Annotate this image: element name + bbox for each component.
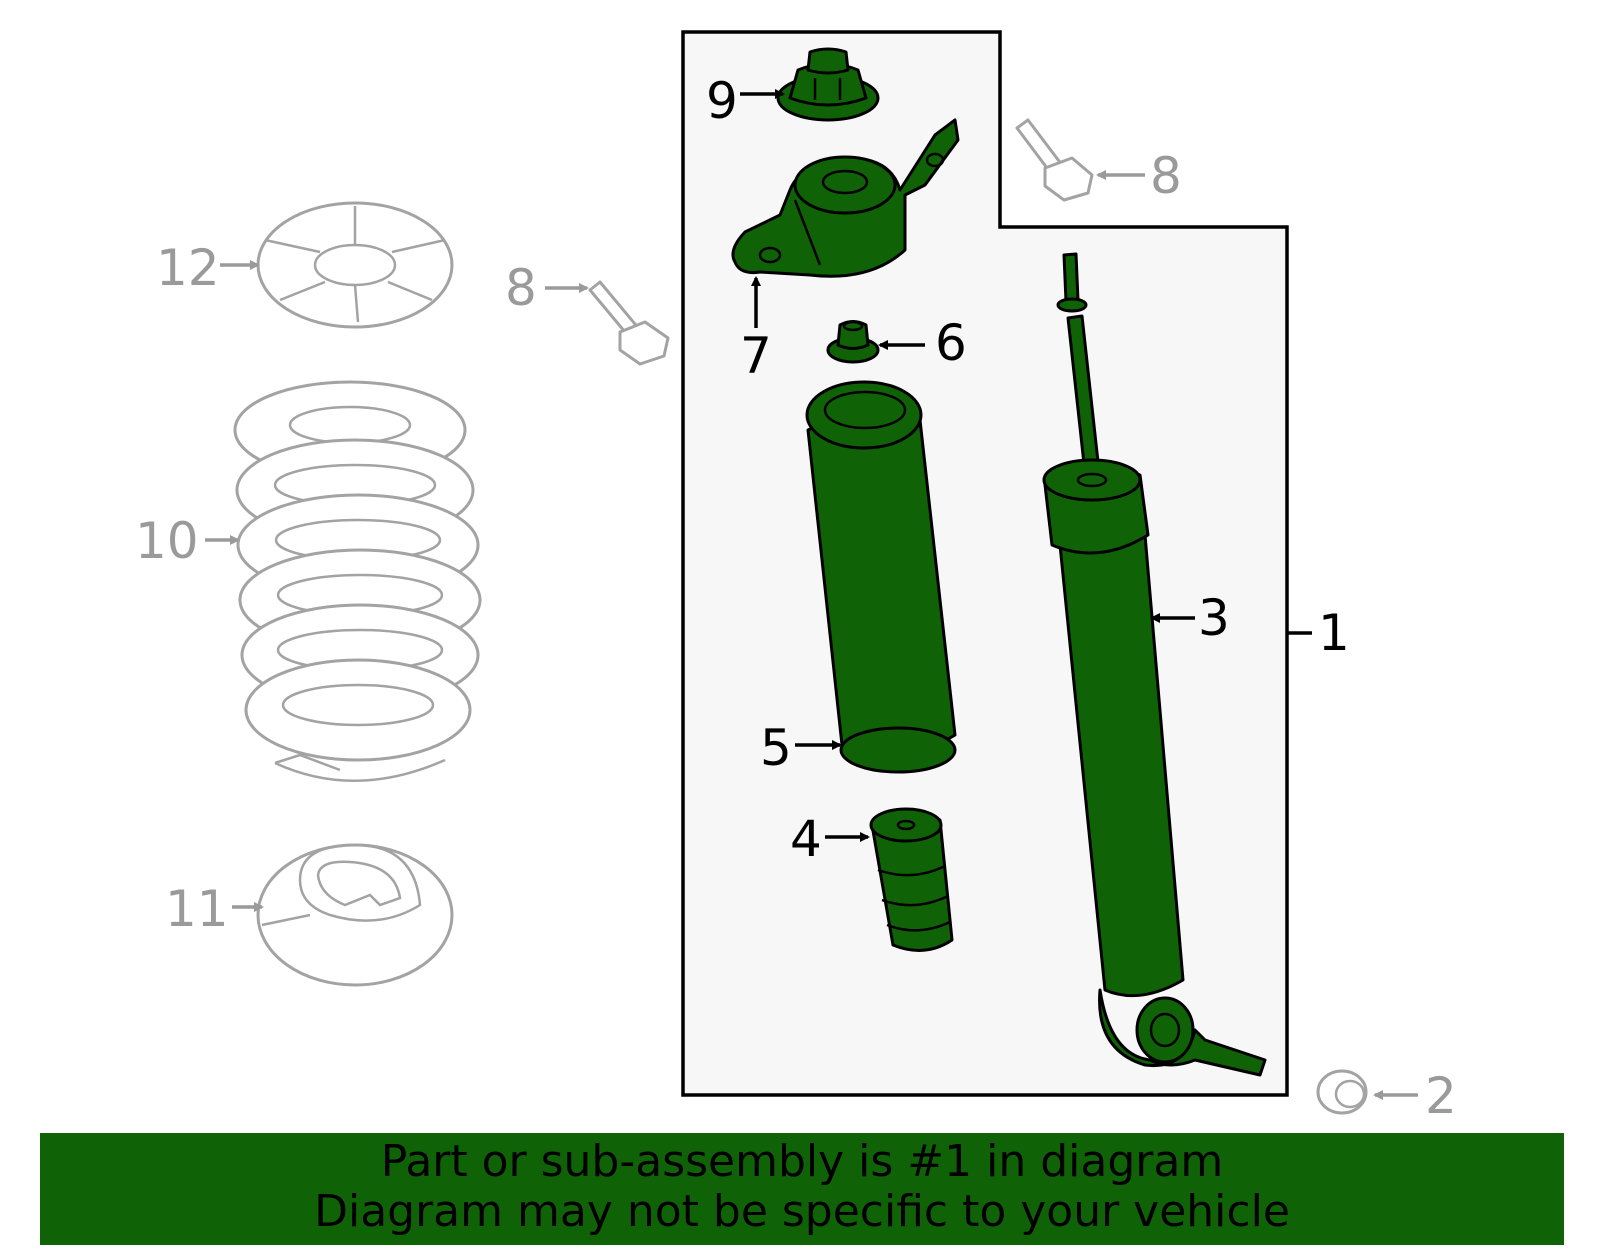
callout-2: 2 — [1425, 1067, 1457, 1125]
callout-5: 5 — [760, 719, 792, 777]
dust-boot — [805, 380, 957, 774]
mounting-bolt-left — [588, 280, 670, 366]
spring-lower-insulator — [256, 843, 454, 987]
callout-8-left: 8 — [505, 259, 537, 317]
callout-6: 6 — [935, 314, 967, 372]
callout-9: 9 — [706, 72, 738, 130]
jounce-bumper — [869, 807, 954, 952]
banner-line-2: Diagram may not be specific to your vehi… — [314, 1186, 1290, 1237]
callout-11: 11 — [165, 880, 229, 938]
spring-upper-insulator — [256, 201, 454, 329]
callout-7: 7 — [740, 327, 772, 385]
callout-8-right: 8 — [1150, 147, 1182, 205]
bushing — [826, 320, 880, 364]
info-banner: Part or sub-assembly is #1 in diagram Di… — [40, 1133, 1564, 1245]
mounting-bolt-right — [1015, 118, 1094, 202]
parts-diagram: 12 10 11 8 8 2 9 7 6 5 4 3 1 — [135, 30, 1457, 1125]
callout-10: 10 — [135, 512, 199, 570]
nut — [1316, 1069, 1368, 1115]
subassembly-panel — [681, 30, 1289, 1097]
upper-mount-bracket — [731, 118, 960, 278]
callout-1: 1 — [1318, 604, 1350, 662]
callout-4: 4 — [790, 810, 822, 868]
coil-spring — [233, 380, 482, 782]
shock-absorber — [1042, 252, 1267, 1077]
callout-12: 12 — [156, 239, 220, 297]
upper-mount-cap — [776, 47, 880, 122]
callout-3: 3 — [1198, 589, 1230, 647]
banner-line-1: Part or sub-assembly is #1 in diagram — [380, 1136, 1224, 1187]
